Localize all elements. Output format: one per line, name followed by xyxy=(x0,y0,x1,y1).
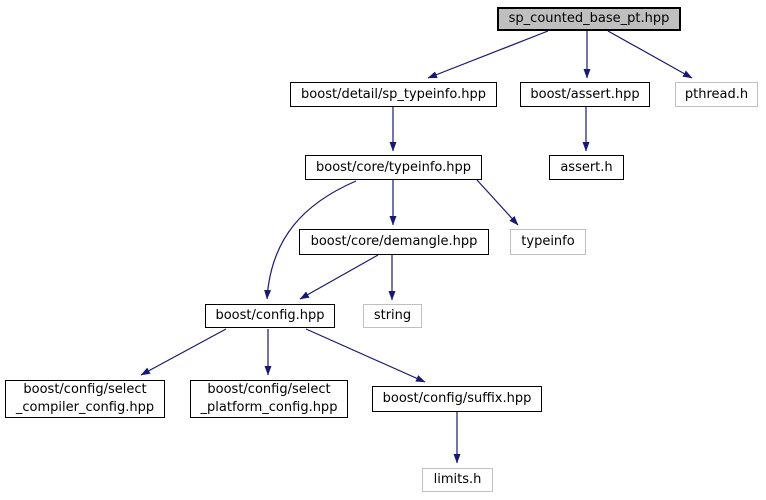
node-boost-core-typeinfo-hpp[interactable]: boost/core/typeinfo.hpp xyxy=(305,155,482,180)
node-typeinfo: typeinfo xyxy=(510,229,586,255)
node-limits-h: limits.h xyxy=(422,468,493,492)
node-boost-config-select-platform-config-hpp[interactable]: boost/config/select _platform_config.hpp xyxy=(190,380,348,418)
node-boost-core-demangle-hpp[interactable]: boost/core/demangle.hpp xyxy=(299,229,489,255)
node-boost-config-select-compiler-config-hpp[interactable]: boost/config/select _compiler_config.hpp xyxy=(5,380,165,418)
edge-demangle-to-config xyxy=(299,254,379,300)
node-string: string xyxy=(363,304,422,328)
edge-config-to-select_compiler xyxy=(140,328,227,376)
node-pthread-h: pthread.h xyxy=(675,82,758,107)
edge-core_typeinfo-to-config xyxy=(264,180,357,300)
node-boost-config-hpp[interactable]: boost/config.hpp xyxy=(205,304,335,328)
edge-core_typeinfo-to-typeinfo_std xyxy=(476,179,519,226)
node-assert-h[interactable]: assert.h xyxy=(549,155,624,180)
edge-config-to-suffix xyxy=(305,328,426,383)
edge-sp_counted_base_pt-to-pthread xyxy=(607,30,693,79)
node-sp-counted-base-pt-hpp: sp_counted_base_pt.hpp xyxy=(497,7,681,31)
edge-sp_counted_base_pt-to-sp_typeinfo xyxy=(427,30,549,79)
node-boost-config-suffix-hpp[interactable]: boost/config/suffix.hpp xyxy=(372,386,542,412)
node-boost-detail-sp-typeinfo-hpp[interactable]: boost/detail/sp_typeinfo.hpp xyxy=(290,82,497,107)
node-boost-assert-hpp[interactable]: boost/assert.hpp xyxy=(520,82,650,107)
